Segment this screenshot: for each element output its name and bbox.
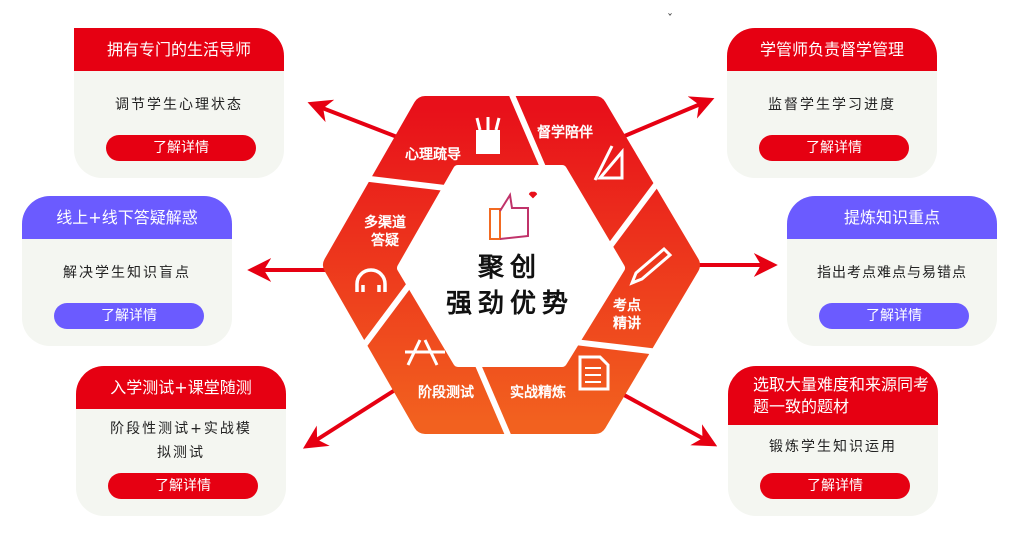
center-title: 聚创 强劲优势 [440, 250, 580, 322]
card-supervision: 学管师负责督学管理 监督学生学习进度 了解详情 [727, 28, 937, 178]
chevron-down-icon[interactable]: ˇ [667, 12, 673, 26]
card-desc: 指出考点难点与易错点 [817, 265, 967, 281]
arrow-bottom-right [614, 388, 718, 447]
card-desc: 监督学生学习进度 [768, 97, 896, 113]
details-button[interactable]: 了解详情 [819, 303, 969, 329]
card-desc: 解决学生知识盲点 [63, 265, 191, 281]
thumbs-up-icon [489, 191, 538, 240]
card-life-mentor: 拥有专门的生活导师 调节学生心理状态 了解详情 [74, 28, 284, 178]
card-title: 选取大量难度和来源同考题一致的题材 [728, 366, 938, 425]
inner-hexagon [397, 165, 625, 367]
arrow-bottom-left [302, 388, 397, 449]
card-title: 入学测试+课堂随测 [76, 366, 286, 409]
card-desc: 锻炼学生知识运用 [769, 439, 897, 455]
segment-label-qa: 多渠道答疑 [364, 215, 406, 249]
center-title-line2: 强劲优势 [445, 289, 574, 319]
segment-label-stage-test: 阶段测试 [418, 385, 474, 401]
segment-label-psych: 心理疏导 [405, 147, 461, 163]
details-button[interactable]: 了解详情 [106, 135, 256, 161]
card-title: 拥有专门的生活导师 [74, 28, 284, 71]
details-button[interactable]: 了解详情 [759, 135, 909, 161]
headphones-icon [355, 268, 387, 292]
card-tests: 入学测试+课堂随测 阶段性测试+实战模拟测试 了解详情 [76, 366, 286, 516]
segment-dividers [359, 93, 661, 437]
segment-label-supervision: 督学陪伴 [537, 125, 593, 141]
card-desc: 调节学生心理状态 [115, 97, 243, 113]
details-button[interactable]: 了解详情 [108, 473, 258, 499]
ruler-triangle-icon [593, 145, 624, 181]
card-title: 学管师负责督学管理 [727, 28, 937, 71]
arrows [247, 96, 778, 449]
card-materials: 选取大量难度和来源同考题一致的题材 锻炼学生知识运用 了解详情 [728, 366, 938, 516]
card-desc: 阶段性测试+实战模拟测试 [110, 421, 252, 461]
card-key-points: 提炼知识重点 指出考点难点与易错点 了解详情 [787, 196, 997, 346]
details-button[interactable]: 了解详情 [54, 303, 204, 329]
details-button[interactable]: 了解详情 [760, 473, 910, 499]
arrow-top-right [614, 96, 715, 142]
pencil-icon [629, 246, 673, 286]
compass-icon [405, 339, 445, 366]
card-title: 线上+线下答疑解惑 [22, 196, 232, 239]
card-title: 提炼知识重点 [787, 196, 997, 239]
document-icon [578, 355, 610, 391]
arrow-top-left [307, 99, 406, 142]
center-title-line1: 聚创 [477, 253, 542, 283]
paint-brush-cup-icon [475, 117, 501, 154]
card-qa: 线上+线下答疑解惑 解决学生知识盲点 了解详情 [22, 196, 232, 346]
segment-label-practice: 实战精炼 [510, 385, 566, 401]
segment-label-key-points: 考点精讲 [613, 298, 641, 332]
